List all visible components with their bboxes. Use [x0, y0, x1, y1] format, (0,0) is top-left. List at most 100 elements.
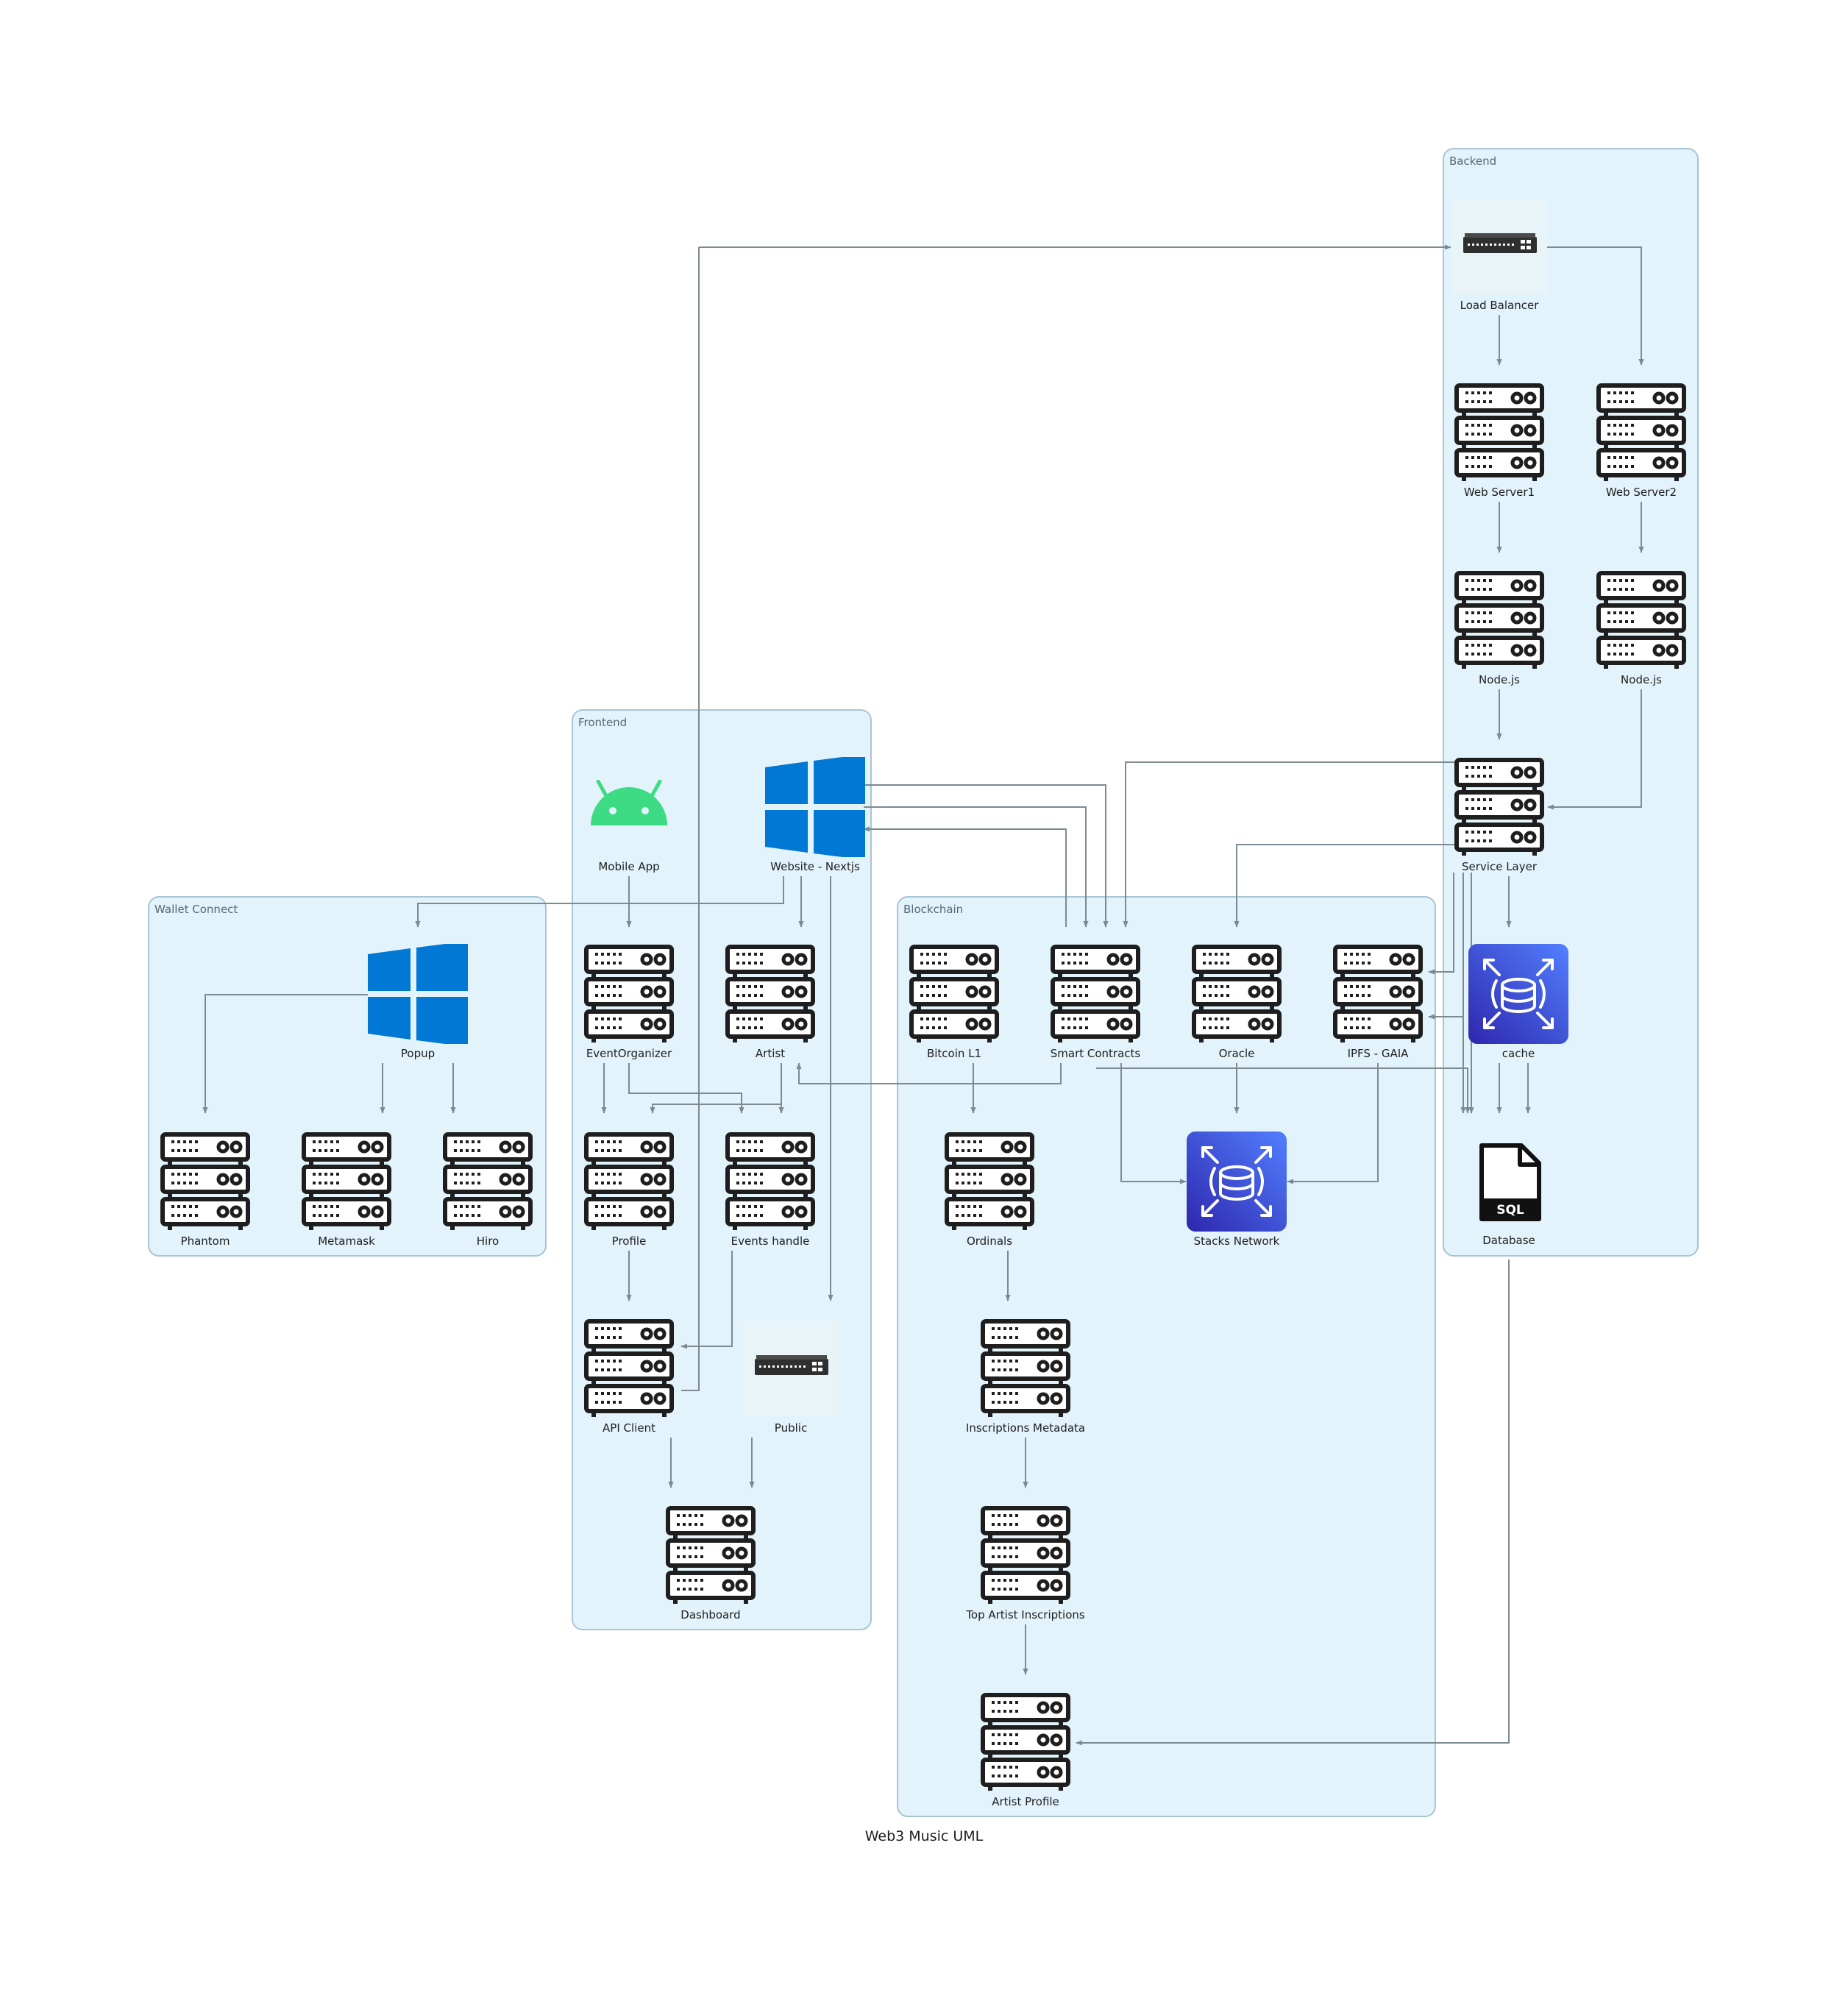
edges — [202, 244, 1644, 1746]
edge-smart-contracts-stacks — [1120, 1063, 1187, 1184]
node-hiro[interactable]: Hiro — [445, 1134, 530, 1248]
node-mobile-app[interactable]: Mobile App — [591, 781, 667, 873]
server-rack-icon — [1457, 386, 1542, 481]
edge-website-smart-contracts-b — [864, 806, 1089, 928]
node-top-artist-inscriptions[interactable]: Top Artist Inscriptions — [965, 1508, 1085, 1621]
server-rack-icon — [586, 1134, 672, 1230]
inscriptions-metadata-label: Inscriptions Metadata — [966, 1421, 1085, 1435]
server-rack-icon — [586, 947, 672, 1042]
server-rack-icon — [947, 1134, 1032, 1230]
cluster-blockchain-label: Blockchain — [903, 903, 963, 916]
server-rack-icon — [1053, 947, 1138, 1042]
popup-label: Popup — [401, 1047, 435, 1060]
node-service-layer[interactable]: Service Layer — [1457, 760, 1542, 873]
edge-database-artist-profile — [1076, 1260, 1510, 1746]
edge-nodejs2-service — [1547, 689, 1642, 810]
node-dashboard[interactable]: Dashboard — [668, 1508, 753, 1621]
node-cache[interactable]: cache — [1468, 944, 1568, 1060]
node-artist-profile[interactable]: Artist Profile — [983, 1695, 1068, 1808]
node-stacks-network[interactable]: Stacks Network — [1187, 1132, 1287, 1248]
edge-website-popup — [415, 876, 784, 928]
node-inscriptions-metadata[interactable]: Inscriptions Metadata — [966, 1321, 1085, 1435]
node-web-server2[interactable]: Web Server2 — [1599, 386, 1684, 499]
hiro-label: Hiro — [477, 1234, 499, 1248]
artist-label: Artist — [756, 1047, 785, 1060]
node-web-server1[interactable]: Web Server1 — [1457, 386, 1542, 499]
node-phantom[interactable]: Phantom — [163, 1134, 248, 1248]
edge-smart-contracts-database — [1096, 1067, 1471, 1114]
aws-database-icon — [1468, 944, 1568, 1044]
bitcoin-l1-label: Bitcoin L1 — [927, 1047, 981, 1060]
node-website-nextjs[interactable]: Website - Nextjs — [765, 754, 865, 873]
server-rack-icon — [983, 1321, 1068, 1417]
service-layer-label: Service Layer — [1462, 860, 1538, 873]
node-smart-contracts[interactable]: Smart Contracts — [1051, 947, 1141, 1060]
edge-eventshandle-apiclient — [680, 1251, 733, 1349]
public-label: Public — [775, 1421, 807, 1435]
server-rack-icon — [1599, 386, 1684, 481]
web-server1-label: Web Server1 — [1464, 486, 1535, 499]
server-rack-icon — [911, 947, 997, 1042]
edge-website-smart-contracts-a — [864, 784, 1109, 928]
node-bitcoin-l1[interactable]: Bitcoin L1 — [911, 947, 997, 1060]
node-popup[interactable]: Popup — [368, 941, 468, 1060]
edge-smart-contracts-artist — [796, 1062, 1062, 1084]
sql-badge-text: SQL — [1496, 1203, 1524, 1218]
edge-service-smart-contracts — [1123, 761, 1455, 928]
diagram-title: Web3 Music UML — [865, 1828, 984, 1844]
web-server2-label: Web Server2 — [1606, 486, 1677, 499]
edge-service-oracle — [1234, 844, 1455, 928]
node-nodejs-1[interactable]: Node.js — [1457, 573, 1542, 686]
node-oracle[interactable]: Oracle — [1194, 947, 1279, 1060]
node-api-client[interactable]: API Client — [586, 1321, 672, 1435]
stacks-network-label: Stacks Network — [1194, 1234, 1280, 1248]
node-profile[interactable]: Profile — [586, 1134, 672, 1248]
cache-label: cache — [1502, 1047, 1535, 1060]
nodejs-2-label: Node.js — [1621, 673, 1662, 686]
server-rack-icon — [586, 1321, 672, 1417]
oracle-label: Oracle — [1219, 1047, 1255, 1060]
android-logo-icon — [591, 781, 667, 825]
profile-label: Profile — [612, 1234, 647, 1248]
top-artist-inscriptions-label: Top Artist Inscriptions — [965, 1608, 1085, 1621]
cluster-frontend-label: Frontend — [578, 716, 627, 729]
network-switch-icon — [743, 1321, 839, 1416]
metamask-label: Metamask — [318, 1234, 375, 1248]
smart-contracts-label: Smart Contracts — [1051, 1047, 1141, 1060]
edge-popup-phantom — [202, 994, 368, 1114]
load-balancer-label: Load Balancer — [1460, 299, 1540, 312]
events-handle-label: Events handle — [731, 1234, 810, 1248]
node-database[interactable]: SQL Database — [1482, 1145, 1539, 1247]
edge-service-ipfs — [1428, 873, 1454, 975]
server-rack-icon — [445, 1134, 530, 1230]
server-rack-icon — [1457, 573, 1542, 669]
node-artist[interactable]: Artist — [728, 947, 813, 1060]
aws-database-icon — [1187, 1132, 1287, 1232]
node-nodejs-2[interactable]: Node.js — [1599, 573, 1684, 686]
server-rack-icon — [983, 1508, 1068, 1604]
ipfs-gaia-label: IPFS - GAIA — [1348, 1047, 1410, 1060]
node-metamask[interactable]: Metamask — [304, 1134, 389, 1248]
artist-profile-label: Artist Profile — [992, 1795, 1059, 1808]
node-ordinals[interactable]: Ordinals — [947, 1134, 1032, 1248]
server-rack-icon — [1599, 573, 1684, 669]
edge-apiclient-link — [681, 247, 700, 1391]
server-rack-icon — [1335, 947, 1421, 1042]
server-rack-icon — [304, 1134, 389, 1230]
cluster-wallet-connect-label: Wallet Connect — [154, 903, 238, 916]
server-rack-icon — [1457, 760, 1542, 856]
server-rack-icon — [728, 1134, 813, 1230]
server-rack-icon — [1194, 947, 1279, 1042]
edge-eventorganizer-eventshandle — [628, 1063, 744, 1114]
node-eventorganizer[interactable]: EventOrganizer — [586, 947, 672, 1060]
eventorganizer-label: EventOrganizer — [586, 1047, 672, 1060]
phantom-label: Phantom — [181, 1234, 230, 1248]
node-ipfs-gaia[interactable]: IPFS - GAIA — [1335, 947, 1421, 1060]
server-rack-icon — [668, 1508, 753, 1604]
node-public[interactable]: Public — [743, 1321, 839, 1435]
cluster-backend-label: Backend — [1449, 154, 1496, 168]
website-label: Website - Nextjs — [770, 860, 860, 873]
server-rack-icon — [163, 1134, 248, 1230]
node-load-balancer[interactable]: Load Balancer — [1451, 199, 1547, 312]
node-events-handle[interactable]: Events handle — [728, 1134, 813, 1248]
